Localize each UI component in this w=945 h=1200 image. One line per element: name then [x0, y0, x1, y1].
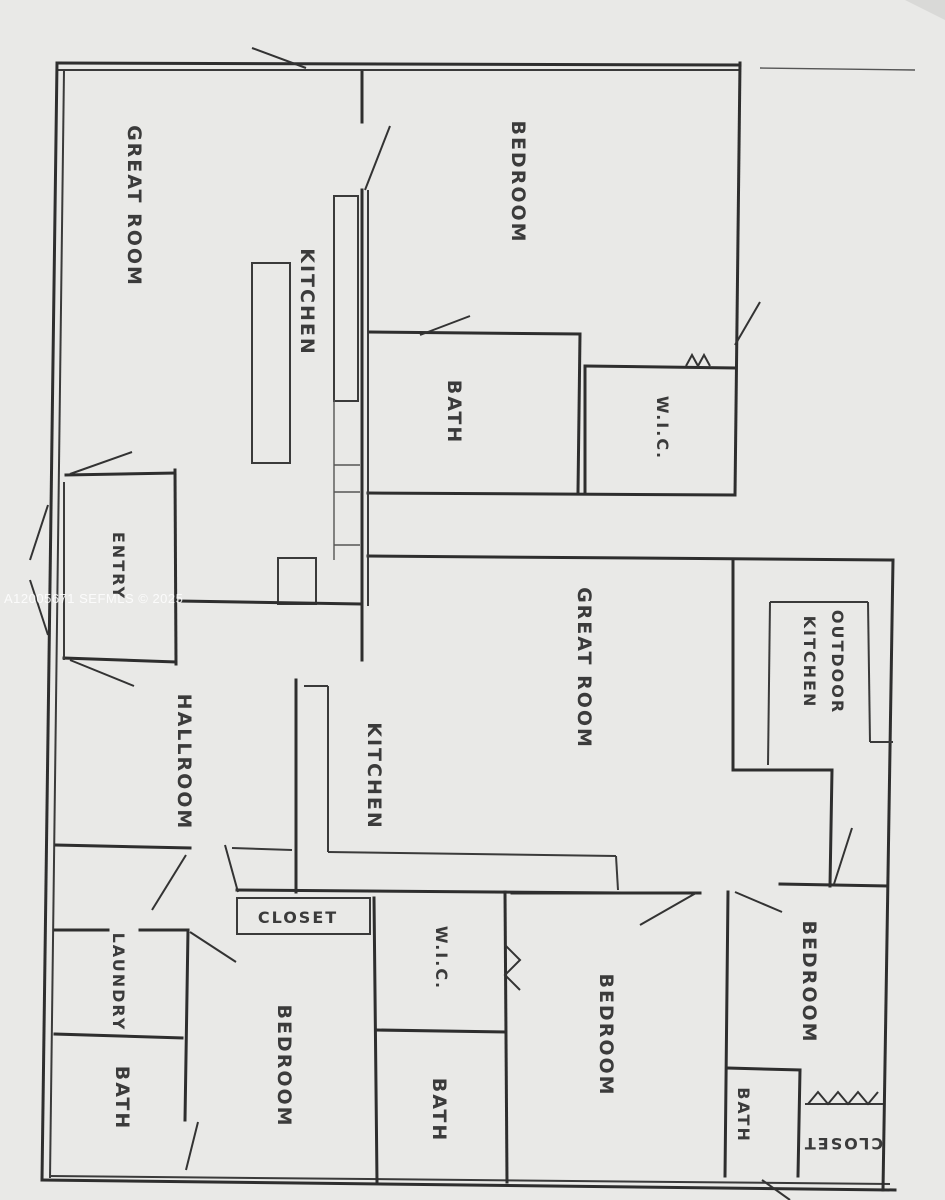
label-bedroom-bottom-center: BEDROOM [595, 973, 617, 1096]
label-entry: ENTRY [109, 532, 128, 600]
door-swings [29, 47, 879, 1200]
label-bedroom-top: BEDROOM [507, 120, 529, 243]
label-laundry: LAUNDRY [109, 933, 128, 1032]
label-closet-right: CLOSET [803, 1134, 883, 1153]
label-bedroom-right: BEDROOM [798, 920, 820, 1043]
label-bedroom-bottom-left: BEDROOM [273, 1004, 295, 1127]
lower-interior-walls [53, 558, 893, 1184]
room-labels: GREAT ROOM BEDROOM KITCHEN BATH W.I.C. E… [109, 120, 883, 1153]
label-hallroom: HALLROOM [173, 694, 195, 831]
label-bath-bottom-mid: BATH [428, 1078, 450, 1143]
label-kitchen-top: KITCHEN [296, 248, 318, 355]
label-great-room-top: GREAT ROOM [123, 125, 145, 287]
label-bath-bottom-right: BATH [734, 1087, 753, 1143]
label-outdoor-kitchen: KITCHEN [800, 616, 819, 709]
label-kitchen-main: KITCHEN [363, 722, 385, 829]
upper-interior-walls [62, 70, 737, 666]
exterior-walls [40, 61, 916, 1192]
label-bath-top: BATH [443, 380, 465, 445]
label-great-room-main: GREAT ROOM [573, 587, 595, 749]
label-wic-top: W.I.C. [653, 396, 672, 460]
label-bath-left: BATH [111, 1066, 133, 1131]
label-outdoor: OUTDOOR [828, 610, 847, 714]
label-closet-mid: CLOSET [258, 908, 338, 927]
mls-watermark: A12005671 SEFMLS © 2025 [4, 591, 183, 606]
label-wic-bottom: W.I.C. [432, 926, 451, 990]
